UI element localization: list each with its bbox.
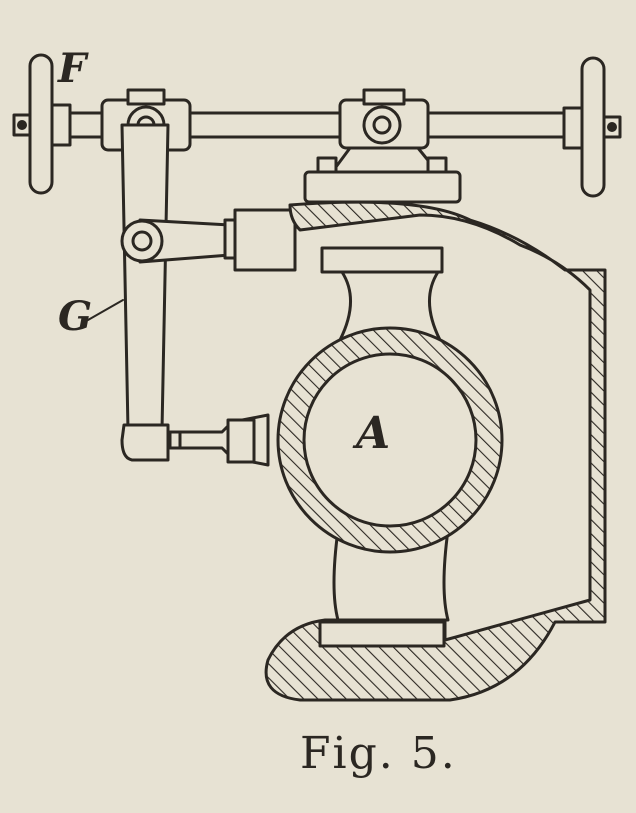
lower-screw xyxy=(168,413,270,467)
upper-pad xyxy=(320,246,444,274)
lever xyxy=(87,123,170,462)
label-center: A xyxy=(352,408,390,459)
main-casing xyxy=(264,200,607,702)
upper-link xyxy=(120,208,297,272)
top-shaft xyxy=(12,53,622,198)
figure-caption: Fig. 5. xyxy=(300,728,457,779)
label-top-left: F xyxy=(57,45,89,92)
lower-pad xyxy=(318,620,446,648)
label-lever: G xyxy=(58,293,92,340)
center-ring xyxy=(276,326,504,554)
right-bearing xyxy=(303,88,462,204)
